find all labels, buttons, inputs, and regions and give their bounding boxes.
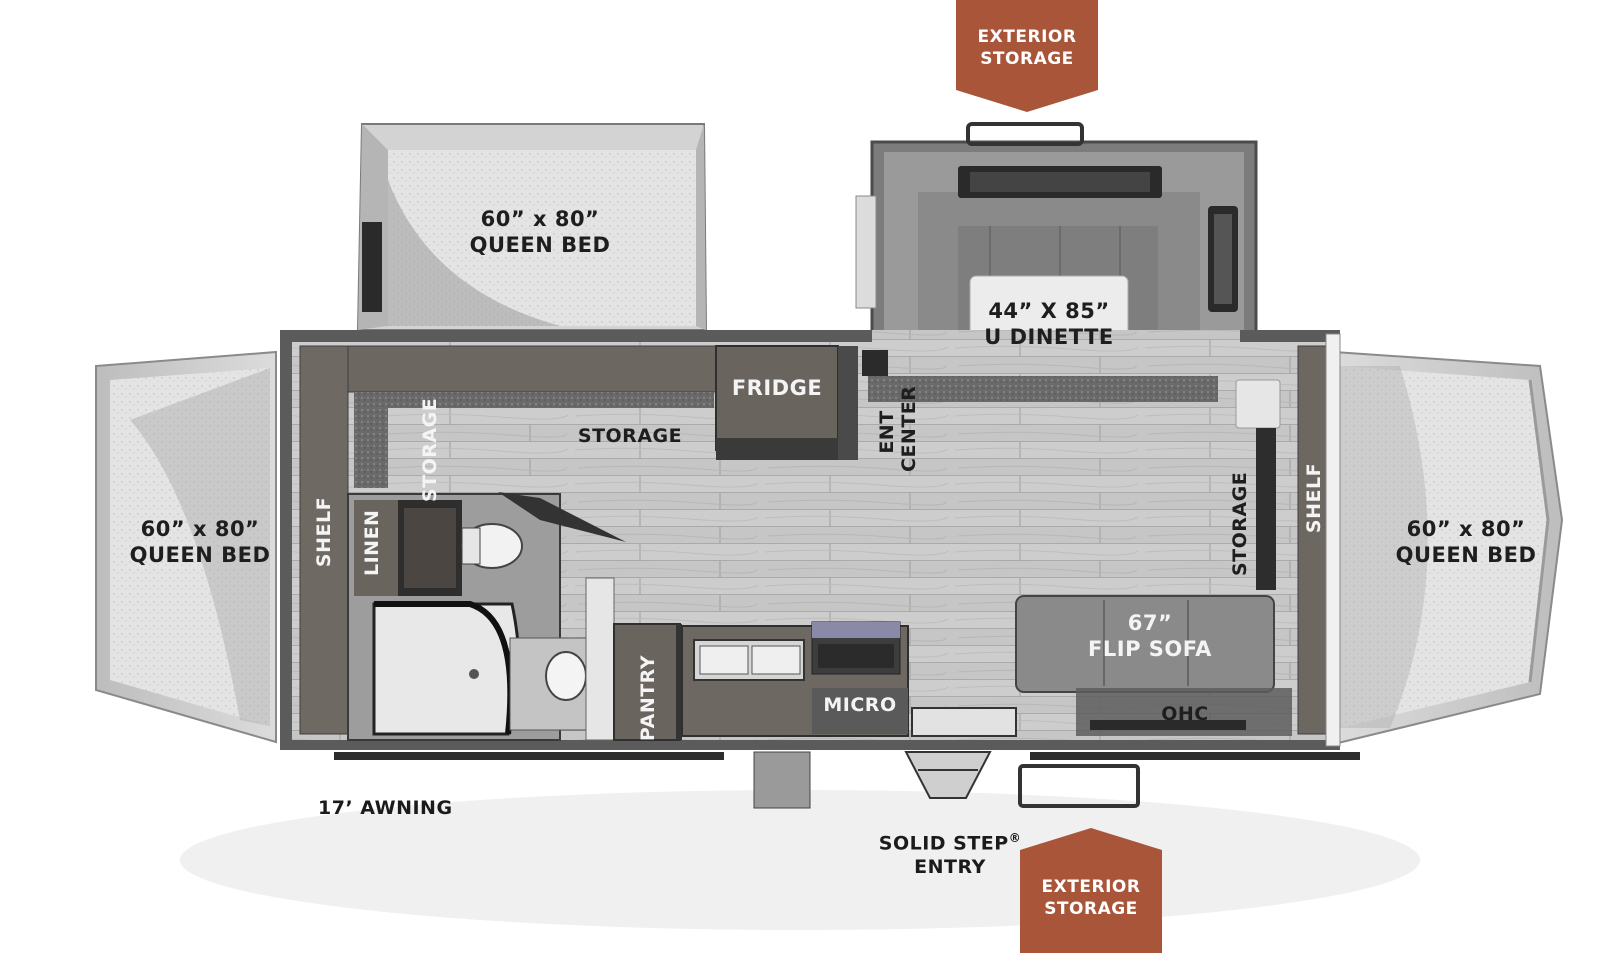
awning-rail: [334, 752, 724, 760]
right-bed-name: QUEEN BED: [1395, 543, 1537, 567]
ent-center-line1: ENT: [876, 410, 898, 454]
top-slideout-bed: [356, 123, 708, 331]
sofa-size: 67”: [1127, 611, 1173, 635]
dinette-front-carpet: [868, 376, 1218, 402]
awning-label: 17’ AWNING: [318, 797, 453, 819]
entry-label: SOLID STEP® ENTRY: [870, 826, 1030, 879]
storage-top-label: STORAGE: [577, 425, 683, 447]
ohc-label: OHC: [1161, 703, 1209, 725]
entry-registered-mark: ®: [1008, 831, 1022, 845]
top-storage-cabinet: [347, 345, 719, 488]
right-bed-label: 60” x 80” QUEEN BED: [1376, 516, 1556, 568]
exterior-storage-bottom-line2: STORAGE: [1044, 899, 1138, 919]
exterior-storage-top-label: EXTERIOR STORAGE: [956, 26, 1098, 70]
linen-label: LINEN: [361, 509, 383, 576]
awning-rail-right: [1030, 752, 1360, 760]
side-table: [1235, 379, 1281, 429]
ent-center-block: [862, 350, 888, 376]
ent-center-line2: CENTER: [898, 385, 920, 472]
storage-right-label: STORAGE: [1229, 471, 1251, 576]
flip-sofa: [1015, 595, 1292, 736]
right-bed-size: 60” x 80”: [1406, 517, 1526, 541]
exterior-storage-tag-bottom: [1020, 828, 1162, 953]
bathroom: [347, 492, 626, 741]
fridge: [715, 345, 858, 460]
left-bed-name: QUEEN BED: [129, 543, 271, 567]
left-shelf: [299, 345, 349, 735]
right-end-door: [1325, 333, 1341, 747]
exterior-storage-bottom-label: EXTERIOR STORAGE: [1020, 876, 1162, 920]
fridge-label: FRIDGE: [731, 376, 823, 400]
top-bed-name: QUEEN BED: [469, 233, 611, 257]
pantry-label: PANTRY: [637, 654, 659, 742]
top-bed-label: 60” x 80” QUEEN BED: [440, 206, 640, 258]
entry-line2: ENTRY: [914, 856, 986, 879]
shelf-right-label: SHELF: [1303, 462, 1325, 534]
top-bed-size: 60” x 80”: [480, 207, 600, 231]
entry-step: [904, 751, 992, 799]
exterior-box: [753, 751, 811, 809]
pantry: [585, 577, 682, 741]
right-storage-cabinet: [1256, 428, 1276, 590]
exterior-storage-top-line2: STORAGE: [980, 49, 1074, 69]
exterior-storage-tag-top: [956, 0, 1098, 112]
dinette-opening: [872, 330, 1240, 344]
dinette-name: U DINETTE: [984, 325, 1114, 349]
shelf-left-label: SHELF: [313, 496, 335, 568]
left-bed-label: 60” x 80” QUEEN BED: [110, 516, 290, 568]
left-bed-size: 60” x 80”: [140, 517, 260, 541]
micro-label: MICRO: [823, 694, 897, 716]
kitchen-counter: [681, 621, 1017, 737]
sofa-name: FLIP SOFA: [1088, 637, 1212, 661]
entry-line1: SOLID STEP®: [870, 826, 1030, 855]
exterior-storage-top-line1: EXTERIOR: [977, 27, 1077, 47]
ent-center-label: ENT CENTER: [876, 385, 920, 472]
dinette-label: 44” X 85” U DINETTE: [970, 298, 1128, 350]
dinette-size: 44” X 85”: [988, 299, 1110, 323]
bottom-handle: [1018, 764, 1140, 808]
right-tent-end: [1333, 350, 1564, 746]
left-tent-end: [95, 350, 277, 744]
sofa-label: 67” FLIP SOFA: [1080, 610, 1220, 662]
entry-line1-text: SOLID STEP: [878, 832, 1009, 855]
exterior-storage-bottom-line1: EXTERIOR: [1041, 877, 1141, 897]
right-shelf: [1297, 345, 1331, 735]
storage-left-label: STORAGE: [419, 397, 441, 502]
